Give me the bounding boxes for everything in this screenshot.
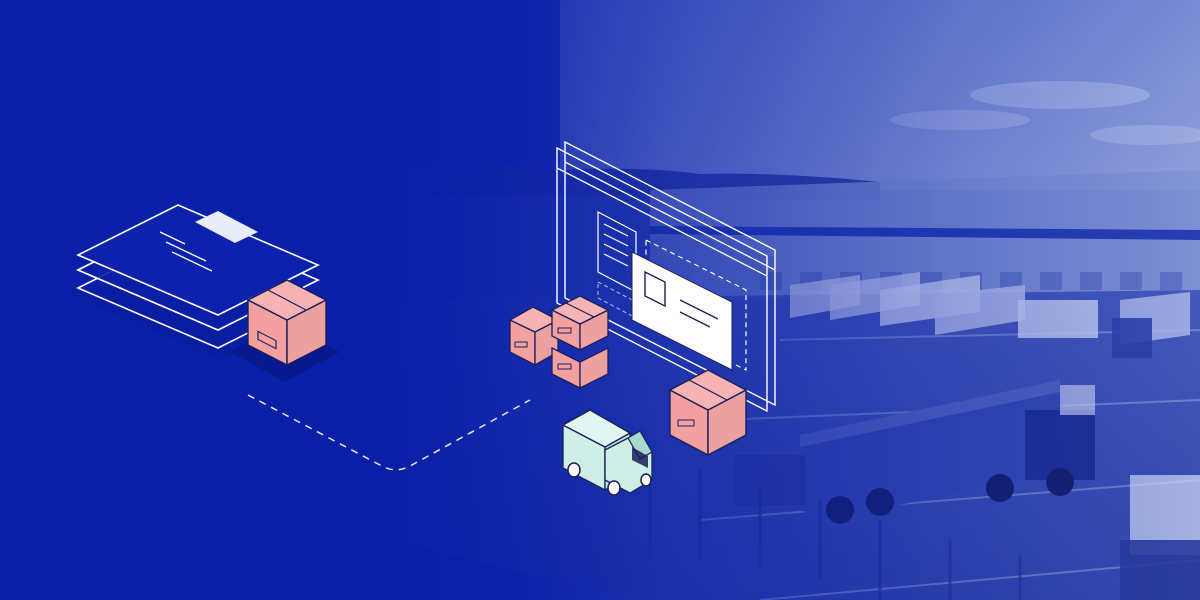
dashed-connector [247,394,531,471]
stacked-boxes-icon [508,295,610,390]
package-box-icon [246,279,328,367]
id-card-icon [631,251,733,371]
package-box-icon-2 [668,369,748,457]
delivery-truck-icon [561,409,653,496]
